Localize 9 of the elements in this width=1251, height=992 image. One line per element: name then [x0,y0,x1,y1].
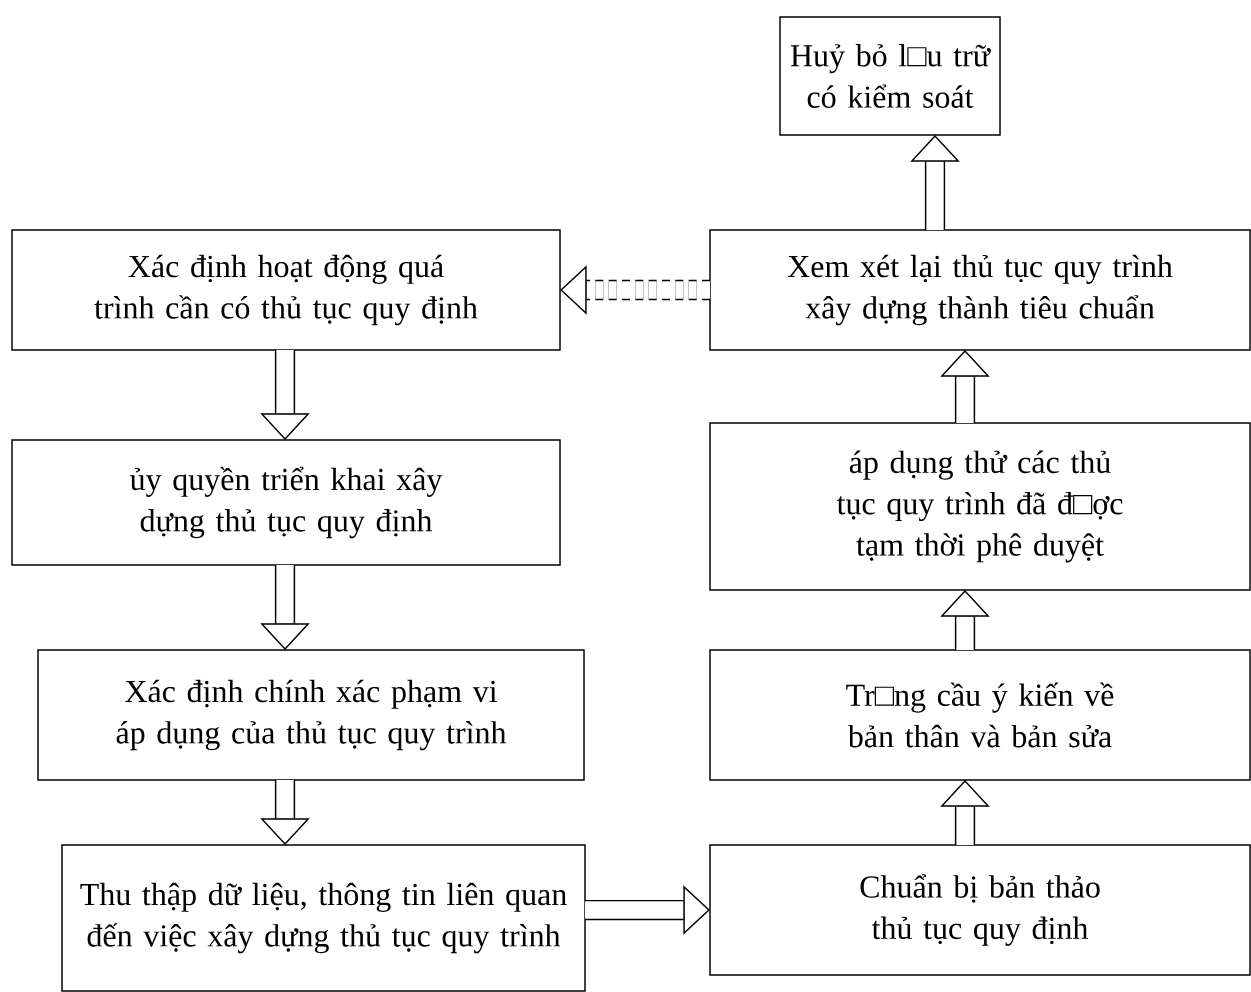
process-box: Thu thập dữ liệu, thông tin liên quan đến việc xây dựng thủ tục quy trình [61,844,586,992]
process-box: Chuẩn bị bản thảo thủ tục quy định [709,844,1251,976]
process-box: Xem xét lại thủ tục quy trình xây dựng thành tiêu chuẩn [709,229,1251,351]
process-box: Tr□ng cầu ý kiến về bản thân và bản sửa [709,649,1251,781]
process-box: áp dụng thử các thủ tục quy trình đã đ□ợc tạm thời phê duyệt [709,422,1251,591]
process-box: Xác định chính xác phạm vi áp dụng của thủ tục quy trình [37,649,585,781]
process-box: Xác định hoạt động quá trình cần có thủ tục quy định [11,229,561,351]
process-box: Huỷ bỏ l□u trữ có kiểm soát [779,16,1001,136]
process-box: ủy quyền triển khai xây dựng thủ tục quy định [11,439,561,566]
